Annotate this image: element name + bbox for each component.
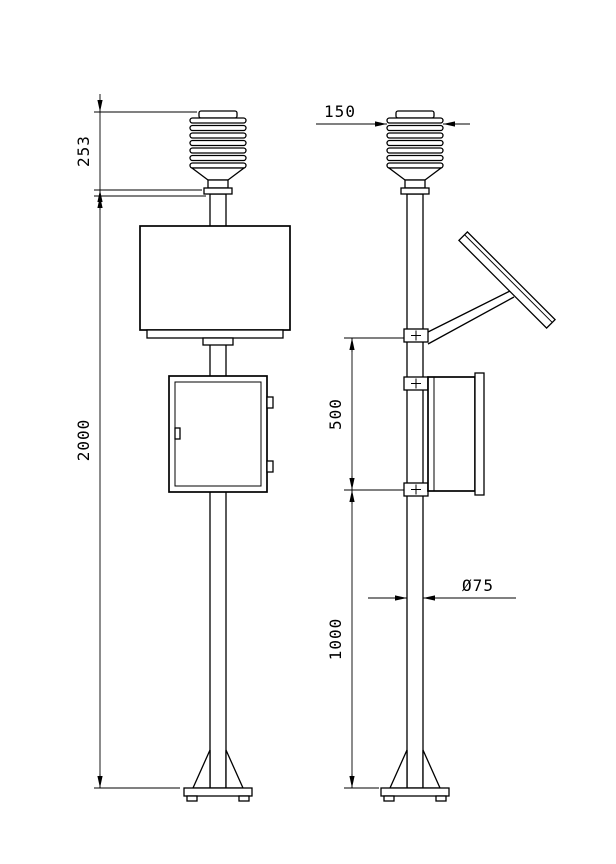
shield-plate — [386, 117, 444, 124]
dim-label-500: 500 — [326, 398, 345, 430]
cabinet-body — [168, 375, 268, 493]
sensor-taper — [387, 167, 443, 181]
shield-plate — [386, 147, 444, 154]
solar-panel-frame — [457, 230, 557, 330]
gusset-right — [422, 749, 442, 789]
dim-label-150: 150 — [324, 102, 356, 121]
base-foot-left — [383, 795, 395, 802]
pole-clamp — [403, 328, 429, 343]
dim-label-diameter-75: Ø75 — [462, 576, 494, 595]
dim-sensor-width-150: 150 — [316, 102, 470, 127]
solar-panel-face-line — [464, 234, 553, 323]
dim-pole-diameter-75: Ø75 — [368, 576, 516, 601]
cabinet-side-body — [427, 376, 476, 492]
shield-plate — [386, 132, 444, 139]
shield-plate — [189, 139, 247, 147]
dim-sensor-height-253: 253 — [74, 94, 202, 206]
shield-plate — [189, 132, 247, 139]
shield-plate — [386, 154, 444, 162]
shield-plate — [189, 124, 247, 132]
base-foot-right — [435, 795, 447, 802]
gusset-left — [388, 749, 408, 789]
solar-strut — [427, 296, 515, 345]
dim-label-2000: 2000 — [74, 419, 93, 462]
control-cabinet — [168, 375, 274, 493]
base-flange-front — [183, 749, 253, 802]
dim-label-1000: 1000 — [326, 618, 345, 661]
dim-total-height-2000: 2000 — [74, 195, 206, 789]
cabinet-side-view — [427, 372, 485, 496]
pole-clamp — [403, 376, 429, 391]
display-panel — [139, 225, 291, 346]
sensor-cap — [395, 110, 435, 119]
display-panel-bottom-strip — [146, 329, 284, 339]
solar-strut — [427, 290, 511, 333]
base-plate — [183, 787, 253, 797]
pole-clamps — [403, 328, 429, 497]
sensor-neck — [207, 179, 229, 189]
solar-panel-slab — [457, 230, 557, 330]
shield-plate — [189, 147, 247, 154]
dim-bracket-spacing-500: 500 — [326, 337, 404, 491]
sensor-flange — [400, 187, 430, 195]
solar-panel — [427, 230, 557, 345]
sensor-neck — [404, 179, 426, 189]
weather-sensor-side — [386, 110, 444, 195]
base-plate — [380, 787, 450, 797]
front-view — [139, 110, 291, 802]
shield-plate — [189, 162, 247, 169]
shield-plate — [189, 117, 247, 124]
base-flange-side — [380, 749, 450, 802]
weather-sensor-front — [189, 110, 247, 195]
shield-plate — [386, 124, 444, 132]
cabinet-hinge-top — [266, 396, 274, 409]
cabinet-hinge-bottom — [266, 460, 274, 473]
dim-lower-pole-1000: 1000 — [326, 490, 379, 789]
dimensions: 253 2000 150 500 100 — [74, 94, 516, 789]
pole-clamp — [403, 482, 429, 497]
cabinet-lock — [174, 427, 181, 440]
gusset-left — [191, 749, 211, 789]
sensor-flange — [203, 187, 233, 195]
base-foot-left — [186, 795, 198, 802]
gusset-right — [225, 749, 245, 789]
cabinet-side-door — [474, 372, 485, 496]
side-view — [380, 110, 557, 802]
shield-plate — [189, 154, 247, 162]
shield-plate — [386, 162, 444, 169]
sensor-taper — [190, 167, 246, 181]
display-panel-face — [139, 225, 291, 331]
display-panel-clamp — [202, 337, 234, 346]
dim-label-253: 253 — [74, 135, 93, 167]
shield-plate — [386, 139, 444, 147]
sensor-cap — [198, 110, 238, 119]
base-foot-right — [238, 795, 250, 802]
